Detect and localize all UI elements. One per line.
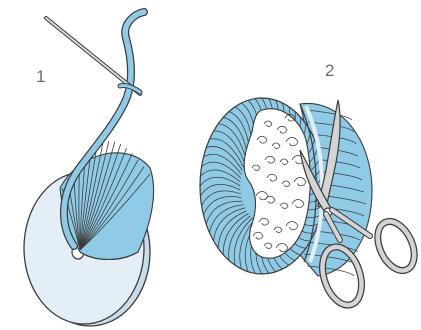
step-1-label: 1 (36, 67, 45, 86)
scissors-handle-loop-upper (371, 216, 421, 277)
step-2-label: 2 (325, 61, 334, 80)
scissors-handle-loop-lower (316, 242, 369, 310)
step-2-illustration (200, 98, 421, 310)
step-1-illustration (24, 12, 154, 326)
